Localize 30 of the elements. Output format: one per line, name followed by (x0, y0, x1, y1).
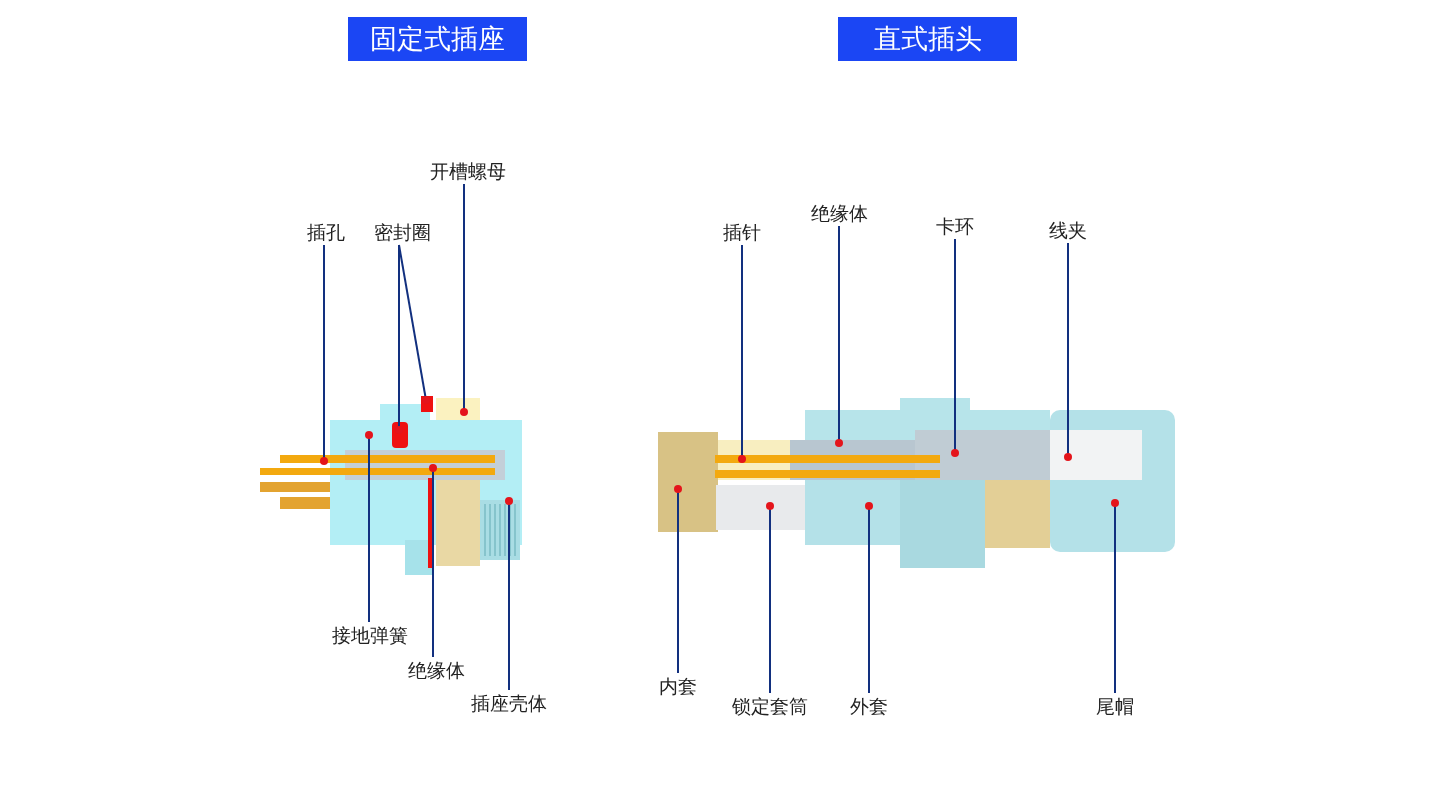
part-label: 内套 (659, 675, 697, 697)
title-banner: 直式插头 (838, 17, 1017, 61)
part-label: 线夹 (1049, 219, 1087, 241)
part-label: 外套 (850, 695, 888, 717)
leader-line (505, 497, 513, 691)
leader-line (835, 225, 843, 447)
leader-line (951, 238, 959, 457)
leader-line (674, 485, 682, 674)
leader-line (1064, 242, 1072, 461)
part-label: 接地弹簧 (332, 624, 408, 646)
part-label: 插孔 (307, 221, 345, 243)
part-label: 密封圈 (373, 221, 431, 243)
part-label: 插座壳体 (471, 692, 547, 714)
part-label: 绝缘体 (407, 659, 465, 681)
part-label: 开槽螺母 (430, 160, 506, 182)
leader-line (398, 244, 430, 404)
part-label: 锁定套筒 (732, 695, 808, 717)
leader-line (766, 502, 774, 694)
leader-line (460, 183, 468, 416)
leader-line (865, 502, 873, 694)
leader-line (429, 464, 437, 658)
leader-line (365, 431, 373, 623)
leader-line (1111, 499, 1119, 694)
part-label: 尾帽 (1096, 695, 1134, 717)
part-label: 绝缘体 (810, 202, 868, 224)
leader-line (320, 244, 328, 465)
title-banner: 固定式插座 (348, 17, 527, 61)
part-label: 卡环 (936, 215, 974, 237)
leader-line (738, 244, 746, 463)
part-label: 插针 (723, 221, 761, 243)
